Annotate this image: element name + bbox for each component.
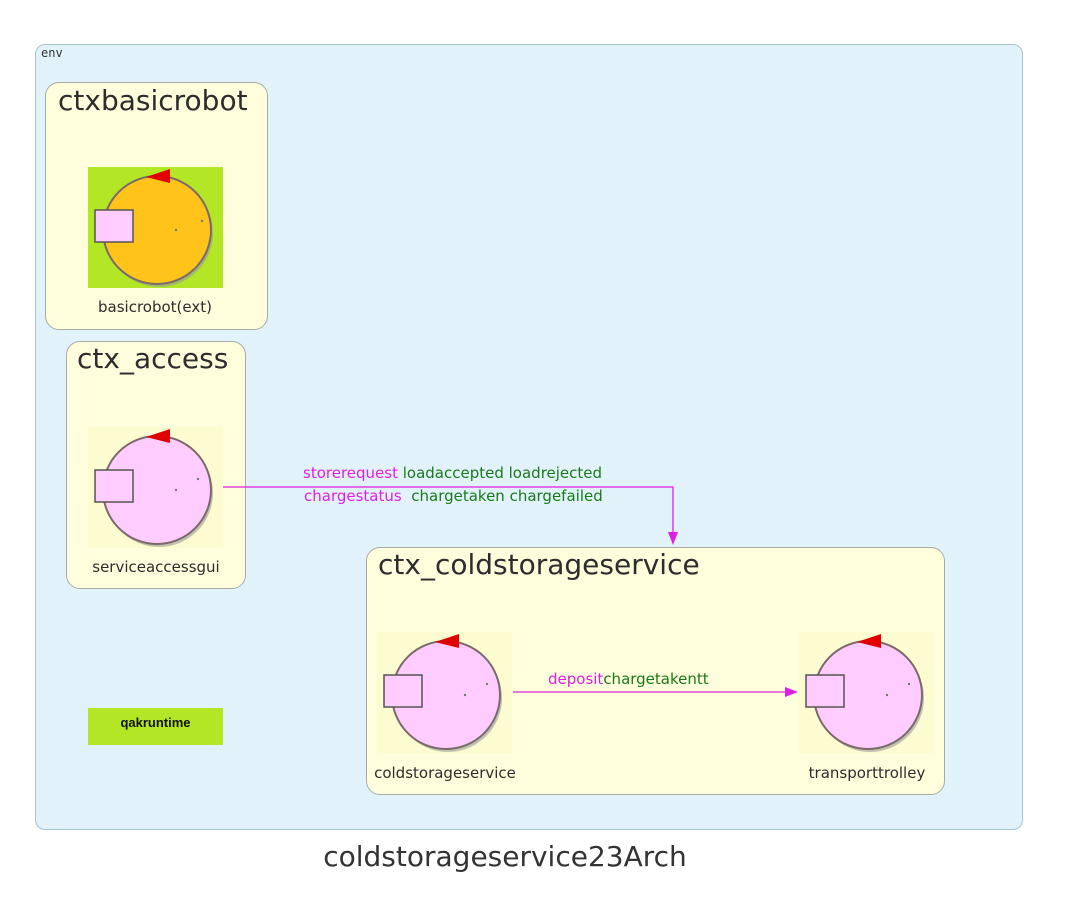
context-title-ctxbasicrobot: ctxbasicrobot xyxy=(58,84,248,117)
edge-label-line2: chargestatus chargetaken chargefailed xyxy=(304,487,603,505)
request-label: storerequest xyxy=(303,464,398,482)
context-title-ctx-access: ctx_access xyxy=(77,342,229,375)
actor-label-transporttrolley: transporttrolley xyxy=(808,764,926,782)
runtime-badge: qakruntime xyxy=(88,708,223,745)
edge-label-deposit: depositchargetakentt xyxy=(548,670,709,688)
env-label: env xyxy=(41,46,63,60)
actor-label-coldstorageservice: coldstorageservice xyxy=(374,764,516,782)
request-label: chargestatus xyxy=(304,487,402,505)
edge-label-line1: storerequest loadaccepted loadrejected xyxy=(303,464,602,482)
request-label: deposit xyxy=(548,670,604,688)
diagram-title: coldstorageservice23Arch xyxy=(323,840,687,873)
context-title-ctx-coldstorageservice: ctx_coldstorageservice xyxy=(378,548,700,581)
actor-label-serviceaccessgui: serviceaccessgui xyxy=(92,558,220,576)
reply-label: chargetakentt xyxy=(603,670,709,688)
actor-icon[interactable] xyxy=(377,632,512,753)
reply-label: loadaccepted loadrejected xyxy=(402,464,603,482)
actor-icon[interactable] xyxy=(799,632,934,753)
reply-label: chargetaken chargefailed xyxy=(411,487,603,505)
actor-icon[interactable] xyxy=(88,427,223,548)
actor-label-basicrobot: basicrobot(ext) xyxy=(98,298,212,316)
external-actor-icon[interactable] xyxy=(88,167,223,288)
